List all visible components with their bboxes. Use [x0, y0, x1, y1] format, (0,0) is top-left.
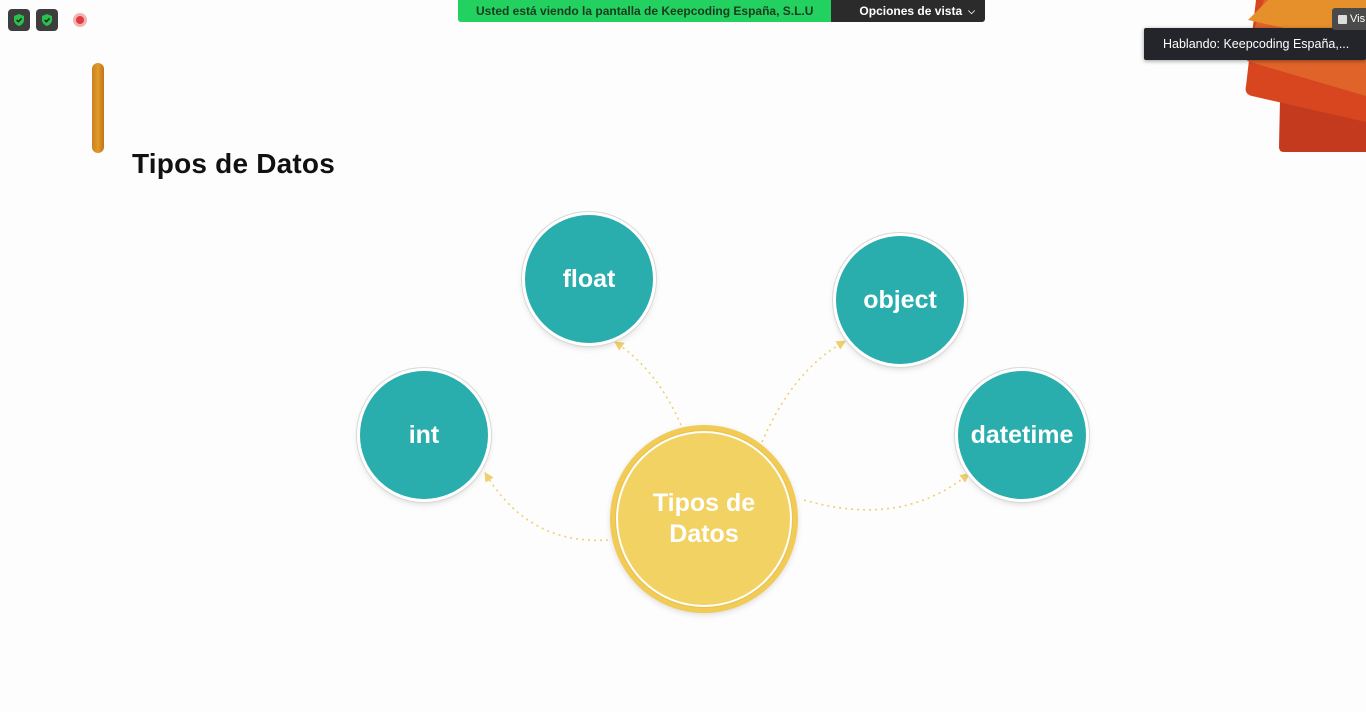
- view-toggle-button[interactable]: Vis: [1332, 8, 1366, 30]
- security-shield-icon[interactable]: [8, 9, 30, 31]
- node-int: int: [360, 371, 488, 499]
- share-banner-text: Usted está viendo la pantalla de Keepcod…: [458, 0, 832, 22]
- arrow-to-datetime: [803, 473, 970, 511]
- slide-title: Tipos de Datos: [132, 148, 335, 179]
- node-datetime: datetime: [958, 371, 1086, 499]
- node-float: float: [525, 215, 653, 343]
- arrow-to-int: [484, 471, 609, 542]
- node-object: object: [836, 236, 964, 364]
- center-node-label: Tipos de Datos: [652, 489, 756, 548]
- record-icon[interactable]: [73, 13, 87, 27]
- center-node: Tipos de Datos: [618, 433, 790, 605]
- view-toggle-label: Vis: [1350, 13, 1366, 25]
- calendar-icon: [1338, 14, 1347, 24]
- view-options-label: Opciones de vista: [859, 4, 963, 18]
- arrow-to-float: [614, 341, 682, 426]
- chevron-down-icon: ⌵: [968, 5, 975, 16]
- screen-share-banner: Usted está viendo la pantalla de Keepcod…: [458, 0, 985, 22]
- view-options-button[interactable]: Opciones de vista ⌵: [831, 0, 985, 22]
- active-speaker-indicator: Hablando: Keepcoding España,...: [1144, 28, 1366, 60]
- encryption-shield-icon[interactable]: [36, 9, 58, 31]
- arrow-to-object: [761, 340, 847, 443]
- title-accent-bar: [92, 63, 104, 153]
